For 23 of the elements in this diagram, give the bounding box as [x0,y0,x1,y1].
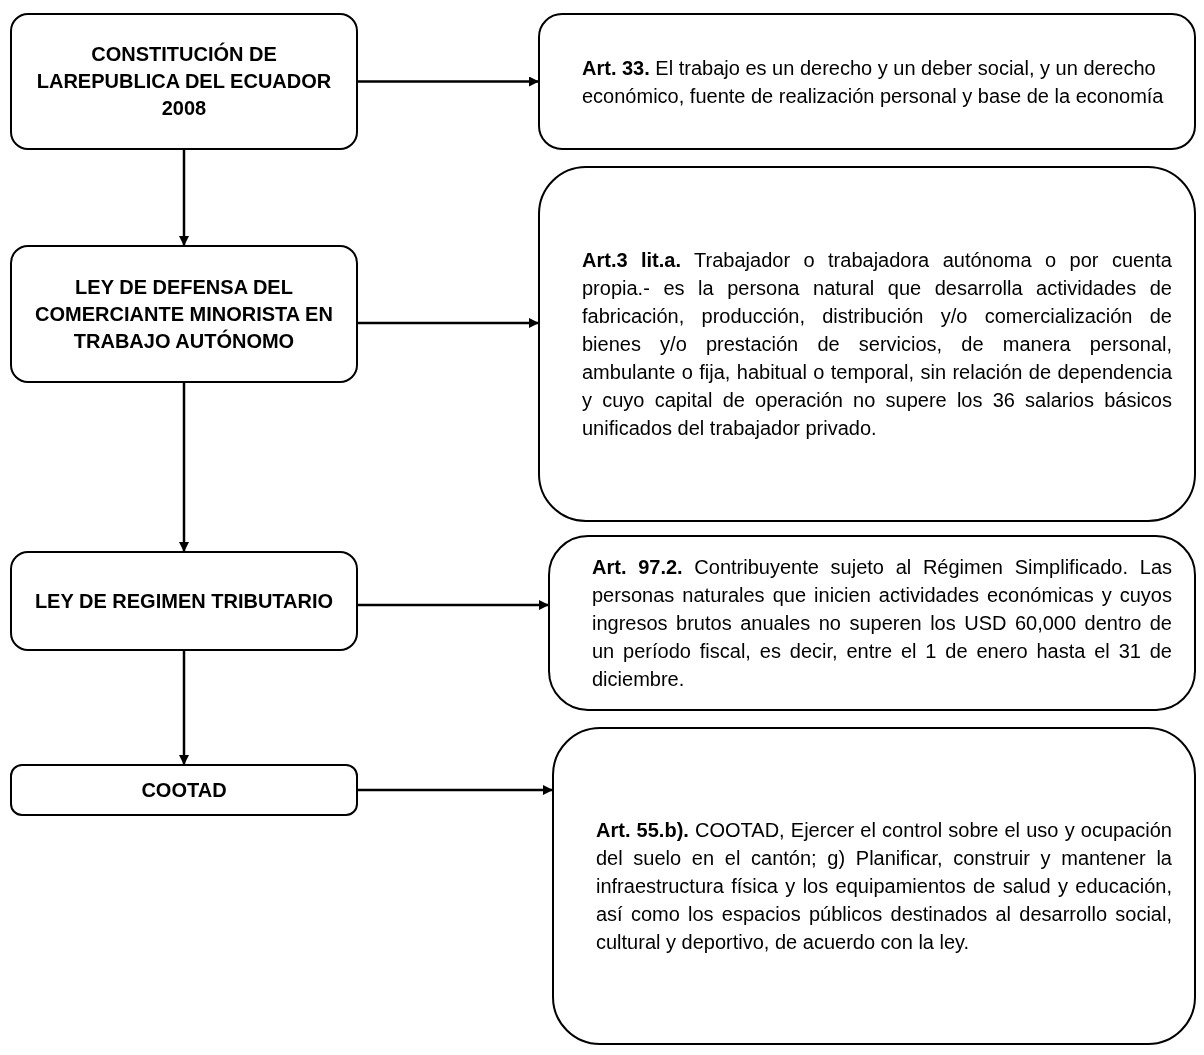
arrow [358,318,539,328]
arrow [358,785,553,795]
law-title: LEY DE REGIMEN TRIBUTARIO [34,588,334,614]
arrow [179,150,189,246]
arrow [179,383,189,552]
arrow [358,600,549,610]
law-box [10,245,358,383]
article-text: Art. 55.b). COOTAD, Ejercer el control sobre el uso y ocupación del suelo en el cantón; g) Planificar, construir y mantener la infraestructura física y los equipamientos de salud y educación, así como los espacios públicos destinados al desarrollo social, cultural y deportivo, de acuerdo con la ley. [596,818,1172,955]
article-box [538,13,1196,150]
law-box [10,764,358,816]
arrow [358,76,539,87]
article-text: Art.3 lit.a. Trabajador o trabajadora autónoma o por cuenta propia.- es la persona natural que desarrolla actividades de fabricación, producción, distribución y/o comercialización de bienes y/o prestación de servicios, de manera personal, ambulante o fija, habitual o temporal, sin relación de dependencia y cuyo capital de operación no supere los 36 salarios básicos unificados del trabajador privado. [582,248,1172,441]
article-box [548,535,1196,711]
law-title: CONSTITUCIÓN DE LAREPUBLICA DEL ECUADOR 2008 [35,41,333,121]
article-text: Art. 97.2. Contribuyente sujeto al Régimen Simplificado. Las personas naturales que inicien actividades económicas y cuyos ingresos brutos anuales no superen los USD 60,000 dentro de un período fiscal, es decir, entre el 1 de enero hasta el 31 de diciembre. [592,555,1172,692]
law-box [10,13,358,150]
article-box [538,166,1196,522]
law-title: COOTAD [141,777,227,803]
article-box [552,727,1196,1045]
arrow [179,651,189,765]
law-box [10,551,358,651]
law-title: LEY DE DEFENSA DEL COMERCIANTE MINORISTA EN TRABAJO AUTÓNOMO [34,274,334,354]
article-text: Art. 33. El trabajo es un derecho y un deber social, y un derecho económico, fuente de realización personal y base de la economía [582,55,1165,109]
